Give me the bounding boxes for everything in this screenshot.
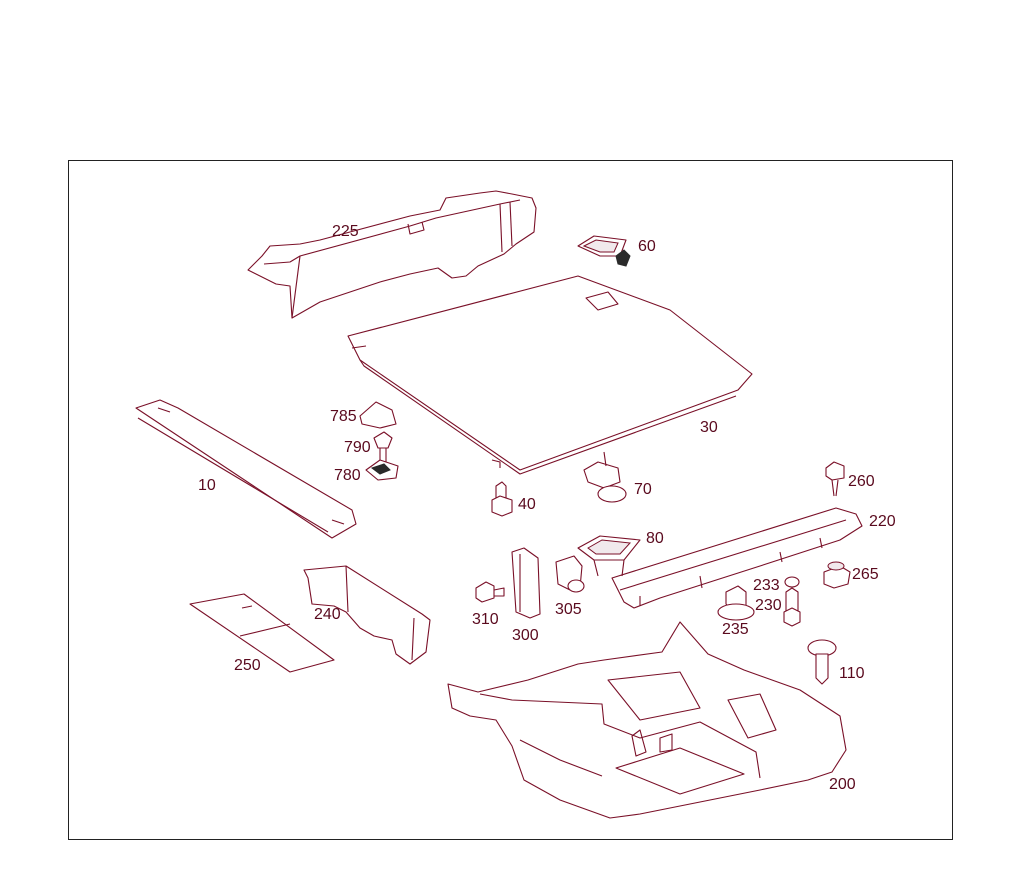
callout-780: 780 [334, 467, 361, 484]
callout-235: 235 [722, 621, 749, 638]
part-200-trunk-floor [447, 621, 847, 819]
part-305-hook [555, 555, 585, 593]
part-265-grommet [823, 561, 851, 589]
callout-300: 300 [512, 627, 539, 644]
callout-230: 230 [755, 597, 782, 614]
part-230-bolt [783, 587, 801, 627]
callout-250: 250 [234, 657, 261, 674]
part-240-side-panel [303, 565, 431, 665]
part-225-shelf-support [247, 190, 537, 319]
callout-265: 265 [852, 566, 879, 583]
part-233-washer [784, 576, 800, 588]
part-235-spacer [717, 585, 755, 621]
callout-30: 30 [700, 419, 718, 436]
part-80-bracket [577, 535, 641, 577]
part-790-screw [373, 431, 393, 462]
callout-305: 305 [555, 601, 582, 618]
callout-260: 260 [848, 473, 875, 490]
part-300-bracket [511, 547, 541, 619]
part-70-latch [583, 451, 627, 503]
part-30-load-floor [347, 275, 753, 475]
callout-220: 220 [869, 513, 896, 530]
callout-110: 110 [839, 665, 865, 682]
callout-310: 310 [472, 611, 499, 628]
callout-790: 790 [344, 439, 371, 456]
part-220-side-rail [611, 507, 863, 609]
part-310-screw [475, 581, 505, 603]
part-110-push-clip [807, 639, 837, 685]
callout-233: 233 [753, 577, 780, 594]
part-40-bolt [491, 481, 513, 517]
callout-70: 70 [634, 481, 652, 498]
callout-200: 200 [829, 776, 856, 793]
callout-240: 240 [314, 606, 341, 623]
part-260-screw [825, 461, 845, 497]
diagram-frame [68, 160, 953, 840]
callout-785: 785 [330, 408, 357, 425]
callout-80: 80 [646, 530, 664, 547]
callout-labels: 225 60 785 790 780 30 10 40 70 260 220 8… [198, 223, 896, 793]
part-60-clip [577, 235, 631, 267]
part-10-trim-strip [135, 399, 357, 539]
callout-40: 40 [518, 496, 536, 513]
part-250-cover-mat [189, 593, 335, 673]
callout-60: 60 [638, 238, 656, 255]
callout-10: 10 [198, 477, 216, 494]
part-785-cap [359, 401, 397, 429]
part-780-nut-plate [365, 459, 399, 481]
callout-225: 225 [332, 223, 359, 240]
